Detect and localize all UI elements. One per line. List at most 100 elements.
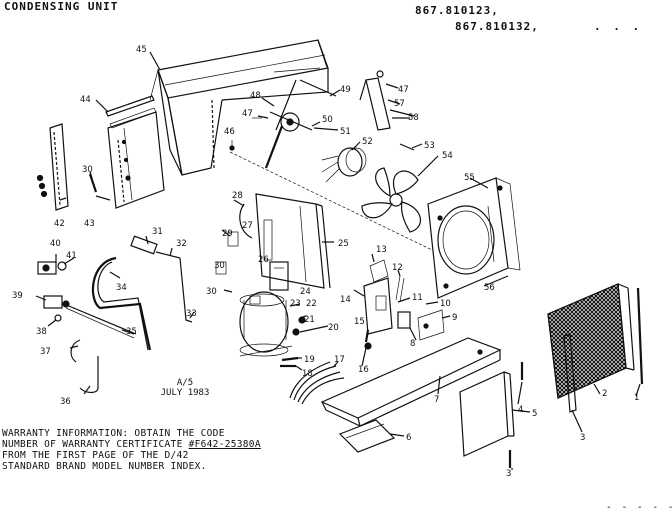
part-label: 25 bbox=[338, 239, 349, 249]
screw-15 bbox=[364, 329, 370, 343]
part-label: 47 bbox=[242, 109, 253, 119]
part-label: 50 bbox=[322, 115, 333, 125]
part-label: 35 bbox=[126, 327, 137, 337]
mount-bracket bbox=[359, 70, 415, 131]
part-label: 33 bbox=[186, 309, 197, 319]
part-label: 58 bbox=[408, 113, 419, 123]
warranty-line-2-prefix: NUMBER OF WARRANTY CERTIFICATE bbox=[2, 439, 189, 450]
part-label: 21 bbox=[304, 315, 315, 325]
partition-panel bbox=[255, 193, 331, 289]
fan-blade bbox=[361, 143, 421, 233]
top-rail bbox=[105, 95, 157, 129]
part-label: 51 bbox=[340, 127, 351, 137]
part-label: 52 bbox=[362, 137, 373, 147]
side-panel bbox=[107, 111, 165, 209]
screw-30 bbox=[88, 173, 98, 193]
part-label: 4 bbox=[518, 405, 523, 415]
part-label: 30 bbox=[82, 165, 93, 175]
part-label: 20 bbox=[328, 323, 339, 333]
part-label: 46 bbox=[224, 127, 235, 137]
model-number-2: 867.810132, bbox=[455, 20, 539, 33]
part-label: 26 bbox=[258, 255, 269, 265]
terminal-block-8 bbox=[397, 311, 411, 329]
base-bracket bbox=[338, 419, 396, 453]
compressor bbox=[239, 291, 293, 357]
footer-dashes: - - - - - bbox=[606, 502, 672, 513]
part-label: 27 bbox=[242, 221, 253, 231]
end-bracket bbox=[36, 123, 69, 211]
part-label: 39 bbox=[12, 291, 23, 301]
part-label: 45 bbox=[136, 45, 147, 55]
wire-bundle bbox=[289, 361, 345, 405]
revision-code: A/5 bbox=[176, 378, 194, 388]
part-label: 3 bbox=[506, 469, 511, 479]
j-tube bbox=[79, 356, 99, 394]
part-label: 13 bbox=[376, 245, 387, 255]
part-label: 57 bbox=[394, 99, 405, 109]
part-label: 49 bbox=[340, 85, 351, 95]
wire-harness bbox=[239, 203, 253, 239]
control-bracket bbox=[363, 259, 405, 335]
part-label: 30 bbox=[214, 261, 225, 271]
part-number-labels: 1 2 3 3 4 5 6 7 8 9 10 11 12 13 14 15 16… bbox=[12, 45, 639, 479]
part-label: 34 bbox=[116, 283, 127, 293]
fan-motor bbox=[321, 147, 367, 183]
condenser-coil bbox=[547, 283, 635, 399]
part-label: 5 bbox=[532, 409, 537, 419]
revision-date: JULY 1983 bbox=[160, 388, 210, 398]
header-dots: . . . bbox=[594, 20, 643, 33]
part-label: 42 bbox=[54, 219, 65, 229]
part-label: 6 bbox=[406, 433, 411, 443]
part-label: 40 bbox=[50, 239, 61, 249]
cover-plate-9 bbox=[417, 309, 445, 341]
part-label: 44 bbox=[80, 95, 91, 105]
part-label: 7 bbox=[434, 395, 439, 405]
part-label: 48 bbox=[250, 91, 261, 101]
warranty-line-4: STANDARD BRAND MODEL NUMBER INDEX. bbox=[2, 461, 207, 472]
part-label: 16 bbox=[358, 365, 369, 375]
base-pan bbox=[320, 337, 502, 427]
part-label: 8 bbox=[410, 339, 415, 349]
diagram-title: CONDENSING UNIT bbox=[4, 0, 119, 13]
part-label: 56 bbox=[484, 283, 495, 293]
part-label: 29 bbox=[222, 229, 233, 239]
grommet-20 bbox=[292, 328, 300, 336]
tubing-assembly bbox=[130, 235, 193, 323]
orifice-panel bbox=[427, 177, 521, 299]
part-label: 41 bbox=[66, 251, 77, 261]
part-label: 9 bbox=[452, 313, 457, 323]
cabinet-wrapper bbox=[149, 39, 329, 176]
suction-line bbox=[63, 256, 152, 351]
part-label: 14 bbox=[340, 295, 351, 305]
part-label: 38 bbox=[36, 327, 47, 337]
part-label: 53 bbox=[424, 141, 435, 151]
part-label: 37 bbox=[40, 347, 51, 357]
rod-1 bbox=[636, 287, 644, 385]
service-valves bbox=[37, 261, 70, 322]
part-label: 18 bbox=[302, 369, 313, 379]
part-label: 12 bbox=[392, 263, 403, 273]
front-panel bbox=[459, 371, 515, 457]
part-label: 23 bbox=[290, 299, 301, 309]
warranty-code: #F642-25380A bbox=[188, 439, 261, 450]
capacitor bbox=[269, 261, 289, 291]
motor-bracket bbox=[252, 79, 337, 169]
part-label: 11 bbox=[412, 293, 423, 303]
part-label: 55 bbox=[464, 173, 475, 183]
callout-leaders bbox=[35, 51, 641, 470]
part-label: 19 bbox=[304, 355, 315, 365]
part-label: 24 bbox=[300, 287, 311, 297]
model-number-1: 867.810123, bbox=[415, 4, 499, 17]
part-label: 22 bbox=[306, 299, 317, 309]
warranty-line-3: FROM THE FIRST PAGE OF THE D/42 bbox=[2, 450, 189, 461]
part-label: 36 bbox=[60, 397, 71, 407]
part-label: 31 bbox=[152, 227, 163, 237]
part-label: 17 bbox=[334, 355, 345, 365]
part-label: 15 bbox=[354, 317, 365, 327]
warranty-line-1: WARRANTY INFORMATION: OBTAIN THE CODE bbox=[2, 428, 225, 439]
screw-19 bbox=[281, 356, 299, 362]
tube-37 bbox=[70, 339, 81, 363]
part-label: 28 bbox=[232, 191, 243, 201]
part-label: 54 bbox=[442, 151, 453, 161]
